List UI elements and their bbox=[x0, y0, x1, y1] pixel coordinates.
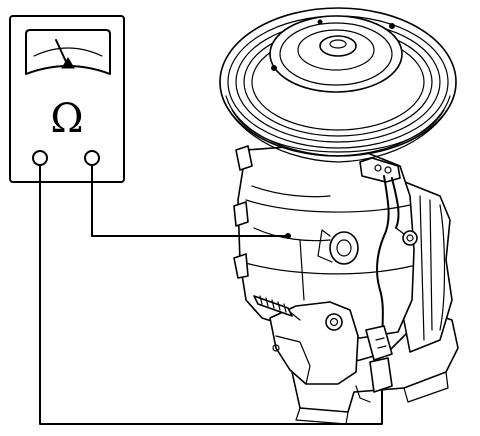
compressor-connector bbox=[365, 325, 393, 393]
lead-to-compressor-body bbox=[91, 164, 287, 237]
lead-to-connector bbox=[39, 164, 383, 425]
positive-jack bbox=[84, 150, 100, 166]
negative-jack bbox=[32, 150, 48, 166]
test-leads bbox=[39, 164, 383, 425]
threaded-stud bbox=[253, 295, 293, 317]
clutch-hub bbox=[269, 15, 403, 93]
meter-body bbox=[9, 15, 125, 183]
control-valve-housing bbox=[269, 301, 359, 385]
ohm-symbol: Ω bbox=[50, 96, 83, 142]
body-probe-point bbox=[285, 233, 291, 239]
ohmmeter: Ω bbox=[9, 15, 125, 183]
ac-compressor bbox=[219, 7, 459, 425]
